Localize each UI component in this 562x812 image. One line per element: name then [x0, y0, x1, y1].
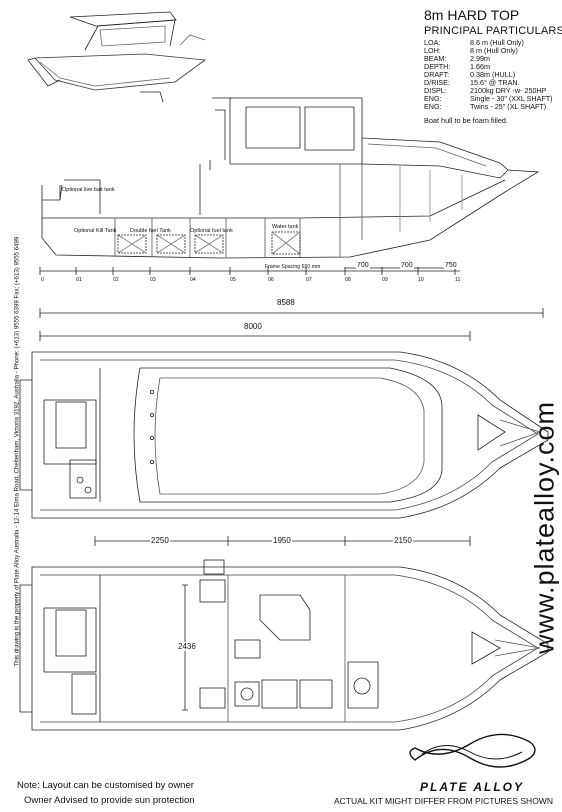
hull-length-dimension: 8000 — [243, 322, 263, 331]
page-subtitle: PRINCIPAL PARTICULARS — [424, 25, 562, 37]
section-b-dimension: 1950 — [272, 536, 292, 545]
spec-key: DRAFT: — [424, 70, 450, 79]
perspective-view — [27, 11, 207, 91]
deck-layout-view — [19, 536, 549, 731]
spacing-label: 700 — [356, 262, 370, 269]
frame-number: 0 — [41, 277, 44, 283]
spec-key: BEAM: — [424, 54, 447, 63]
frame-number: 05 — [230, 277, 236, 283]
foam-note: Boat hull to be foam filled. — [424, 116, 508, 125]
spec-key: DISPL: — [424, 86, 447, 95]
spacing-label: 750 — [444, 262, 458, 269]
spec-key: LOH: — [424, 46, 441, 55]
spec-value: 0.38m (HULL) — [470, 70, 516, 79]
spec-value: Twins - 25" (XL SHAFT) — [470, 102, 547, 111]
frame-number: 01 — [76, 277, 82, 283]
spec-key: D/RISE: — [424, 78, 450, 87]
spec-row: BEAM: 2.99m — [424, 54, 490, 63]
spec-key: DEPTH: — [424, 62, 451, 71]
kit-disclaimer: ACTUAL KIT MIGHT DIFFER FROM PICTURES SH… — [334, 796, 553, 806]
frame-number: 10 — [418, 277, 424, 283]
spec-value: 15.6° @ TRAN. — [470, 78, 520, 87]
spec-value: 8.6 m (Hull Only) — [470, 38, 524, 47]
kill-tank-label: Optional Kill Tank — [74, 228, 117, 234]
layout-note: Note: Layout can be customised by owner — [17, 780, 194, 791]
section-c-dimension: 2150 — [393, 536, 413, 545]
ownership-notice: This drawing is the property of Plate Al… — [13, 236, 21, 667]
frame-number: 04 — [190, 277, 196, 283]
spec-row: LOA: 8.6 m (Hull Only) — [424, 38, 524, 47]
spec-key: ENG: — [424, 102, 442, 111]
overall-length-dimension: 8588 — [276, 298, 296, 307]
plate-alloy-logo — [409, 733, 536, 768]
spec-row: DEPTH: 1.66m — [424, 62, 490, 71]
spec-row: DISPL: 2100kg DRY -w- 250HP — [424, 86, 547, 95]
double-fuel-tank-label: Double fuel Tank — [130, 228, 171, 234]
spec-row: DRAFT: 0.38m (HULL) — [424, 70, 516, 79]
spec-row: D/RISE: 15.6° @ TRAN. — [424, 78, 520, 87]
spec-row: LOH: 8 m (Hull Only) — [424, 46, 518, 55]
spec-value: 2100kg DRY -w- 250HP — [470, 86, 547, 95]
spec-value: Single - 30" (XXL SHAFT) — [470, 94, 553, 103]
spec-value: 1.66m — [470, 62, 490, 71]
top-view — [19, 308, 549, 519]
website-url[interactable]: www.platealloy.com — [529, 400, 560, 655]
section-a-dimension: 2250 — [150, 536, 170, 545]
spec-value: 8 m (Hull Only) — [470, 46, 518, 55]
beam-dimension: 2436 — [177, 642, 197, 651]
frame-number: 02 — [113, 277, 119, 283]
spec-row: ENG: Twins - 25" (XL SHAFT) — [424, 102, 547, 111]
frame-number: 08 — [345, 277, 351, 283]
page-title: 8m HARD TOP — [424, 7, 520, 23]
frame-spacing-label: Frame Spacing 650 mm — [265, 264, 321, 270]
frame-number: 09 — [382, 277, 388, 283]
frame-number: 03 — [150, 277, 156, 283]
frame-number: 07 — [306, 277, 312, 283]
fuel-tank-label: Optional fuel tank — [190, 228, 233, 234]
live-bait-tank-label: Optional live bait tank — [62, 187, 115, 193]
spec-row: ENG: Single - 30" (XXL SHAFT) — [424, 94, 553, 103]
frame-number: 11 — [455, 277, 461, 283]
sun-protection-note: Owner Advised to provide sun protection — [24, 795, 195, 806]
logo-wordmark: PLATE ALLOY — [420, 780, 524, 794]
spec-value: 2.99m — [470, 54, 490, 63]
water-tank-label: Water tank — [272, 224, 299, 230]
spec-key: LOA: — [424, 38, 441, 47]
spacing-label: 700 — [400, 262, 414, 269]
frame-number: 06 — [268, 277, 274, 283]
spec-key: ENG: — [424, 94, 442, 103]
